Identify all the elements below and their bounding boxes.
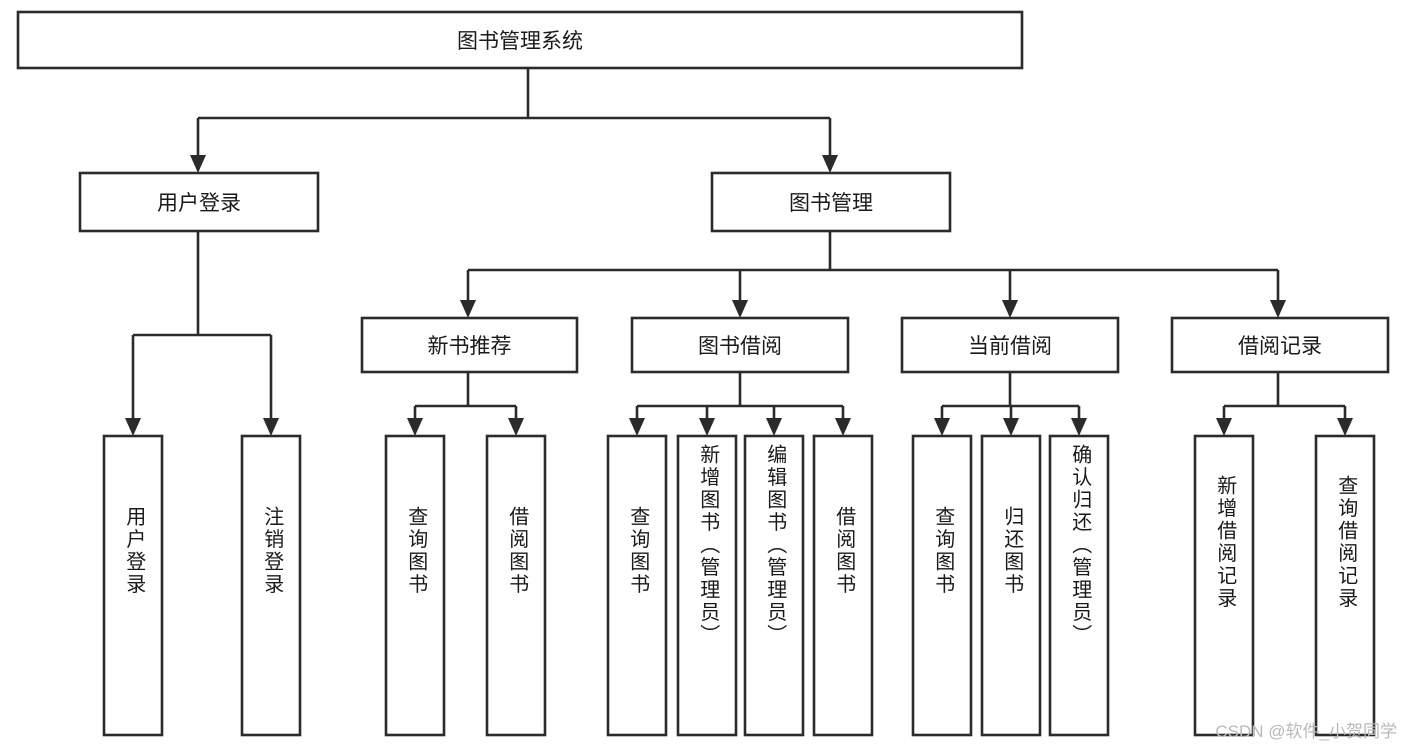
node-box-leaf-query-book-recommend[interactable] (384, 434, 446, 737)
arrowhead-leaf-edit-book-admin (766, 418, 782, 436)
arrowhead-leaf-borrow-book (835, 418, 851, 436)
node-box-book-management[interactable] (710, 171, 952, 233)
arrowhead-book-management (822, 155, 838, 173)
node-box-current-borrow[interactable] (900, 316, 1120, 374)
arrowhead-leaf-user-login (125, 418, 141, 436)
node-box-book-borrow[interactable] (630, 316, 850, 374)
node-box-leaf-query-book-borrow[interactable] (606, 434, 668, 737)
node-box-user-login[interactable] (78, 171, 320, 233)
arrowhead-leaf-return-book (1003, 418, 1019, 436)
node-box-new-book-recommend[interactable] (360, 316, 579, 374)
arrowhead-new-book-recommend (460, 300, 476, 318)
node-box-leaf-add-book-admin[interactable] (676, 434, 738, 737)
arrowhead-book-borrow (732, 300, 748, 318)
node-box-leaf-add-borrow-record[interactable] (1193, 434, 1255, 737)
node-box-leaf-user-login[interactable] (102, 434, 164, 737)
arrowhead-leaf-query-book-borrow (629, 418, 645, 436)
arrowhead-borrow-record (1270, 300, 1286, 318)
arrowhead-leaf-confirm-return-admin (1071, 418, 1087, 436)
node-box-leaf-borrow-book-recommend[interactable] (485, 434, 547, 737)
arrowhead-current-borrow (1002, 300, 1018, 318)
arrowhead-leaf-query-borrow-record (1337, 418, 1353, 436)
node-box-leaf-return-book[interactable] (980, 434, 1042, 737)
arrowhead-leaf-query-book-recommend (407, 418, 423, 436)
node-box-root[interactable] (16, 10, 1024, 70)
arrowhead-leaf-borrow-book-recommend (508, 418, 524, 436)
node-box-leaf-logout[interactable] (240, 434, 302, 737)
arrowhead-leaf-logout (263, 418, 279, 436)
node-box-group (16, 10, 1390, 737)
node-box-borrow-record[interactable] (1170, 316, 1390, 374)
node-box-leaf-borrow-book[interactable] (812, 434, 874, 737)
connector-group (125, 68, 1353, 436)
arrowhead-user-login (190, 155, 206, 173)
node-box-leaf-confirm-return-admin[interactable] (1048, 434, 1110, 737)
node-box-leaf-edit-book-admin[interactable] (743, 434, 805, 737)
node-box-leaf-query-borrow-record[interactable] (1314, 434, 1376, 737)
arrowhead-leaf-query-book-current (934, 418, 950, 436)
arrowhead-leaf-add-book-admin (699, 418, 715, 436)
arrowhead-leaf-add-borrow-record (1216, 418, 1232, 436)
node-box-leaf-query-book-current[interactable] (911, 434, 973, 737)
